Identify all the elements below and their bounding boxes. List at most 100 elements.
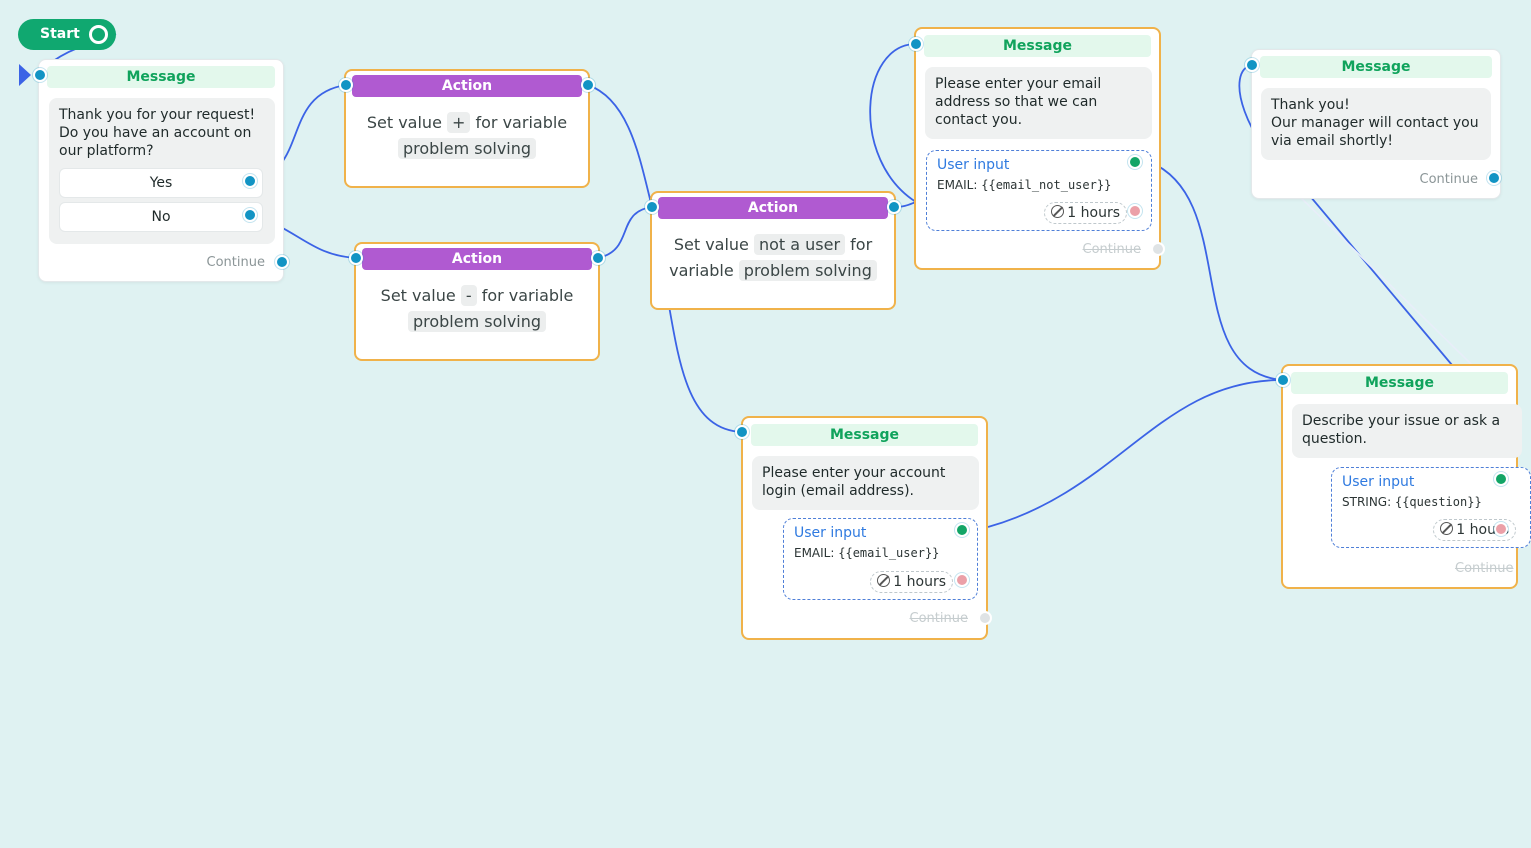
action-variable-word: variable — [669, 261, 734, 280]
timeout-icon — [877, 574, 891, 587]
wire-plus-to-action-not-user[interactable] — [587, 84, 653, 208]
message4-continue-port[interactable] — [978, 611, 992, 625]
continue-label: Continue — [909, 611, 968, 626]
wire-minus-to-action-not-user[interactable] — [597, 206, 653, 259]
option-yes-port[interactable] — [243, 174, 257, 188]
message-header: Message — [924, 35, 1151, 57]
message-header: Message — [1291, 372, 1508, 394]
start-node[interactable]: Start — [18, 19, 116, 50]
message-line: Describe your issue or ask a — [1302, 413, 1501, 429]
action-variable-chip: problem solving — [397, 138, 537, 159]
action-value-chip: not a user — [753, 234, 846, 255]
input-variable-name: {{email_not_user}} — [981, 178, 1112, 192]
message2-input-port[interactable] — [909, 37, 923, 51]
timeout-value: 1 hours — [893, 574, 946, 590]
message-line: Please enter your account — [762, 465, 946, 481]
action-minus-input-port[interactable] — [349, 251, 363, 265]
user-input-title: User input — [1342, 474, 1415, 490]
message5-input-port[interactable] — [1276, 373, 1290, 387]
message-header: Message — [1260, 56, 1492, 78]
message-line: question. — [1302, 431, 1367, 447]
message5-timeout-port[interactable] — [1494, 522, 1508, 536]
option-no-button[interactable]: No — [59, 202, 263, 232]
message-header: Message — [47, 66, 275, 88]
action-variable-chip: problem solving — [407, 311, 547, 332]
action-header: Action — [362, 248, 592, 270]
action-header: Action — [658, 197, 888, 219]
continue-label: Continue — [1455, 561, 1514, 576]
user-input-variable: EMAIL: {{email_not_user}} — [937, 178, 1111, 192]
message3-continue-port[interactable] — [1487, 171, 1501, 185]
user-input-block[interactable]: User input EMAIL: {{email_user}} 1 hours — [783, 518, 978, 600]
message-node-email-request[interactable]: Message Please enter your email address … — [914, 27, 1161, 270]
timeout-icon — [1440, 522, 1454, 535]
action-minus-output-port[interactable] — [591, 251, 605, 265]
action-description: Set value + for variable problem solving — [346, 110, 588, 162]
message-bubble: Describe your issue or ask a question. — [1292, 404, 1522, 458]
input-type-label: STRING: — [1342, 495, 1392, 509]
message-bubble: Please enter your account login (email a… — [752, 456, 979, 510]
user-input-variable: STRING: {{question}} — [1342, 495, 1482, 509]
message4-input-port[interactable] — [735, 425, 749, 439]
wire-not-user-to-email-message[interactable] — [869, 43, 919, 208]
message-line: login (email address). — [762, 483, 914, 499]
message-node-account-question[interactable]: Message Thank you for your request! Do y… — [38, 59, 284, 282]
action-header: Action — [352, 75, 582, 97]
message-line: Do you have an account on — [59, 125, 252, 141]
user-input-block[interactable]: User input EMAIL: {{email_not_user}} 1 h… — [926, 150, 1152, 231]
message-bubble: Thank you! Our manager will contact you … — [1261, 88, 1491, 160]
message4-input-success-port[interactable] — [955, 523, 969, 537]
option-yes-button[interactable]: Yes — [59, 168, 263, 198]
wire-login-input-to-question-message[interactable] — [987, 379, 1283, 528]
action-not-user-output-port[interactable] — [887, 200, 901, 214]
wire-not-user-to-login-message[interactable] — [667, 299, 743, 433]
message-line: our platform? — [59, 143, 154, 159]
message2-timeout-port[interactable] — [1128, 204, 1142, 218]
message-bubble: Please enter your email address so that … — [925, 67, 1152, 139]
input-type-label: EMAIL: — [794, 546, 835, 560]
action-value-chip: + — [447, 112, 471, 133]
entry-arrow-icon — [19, 64, 31, 86]
message-node-login-request[interactable]: Message Please enter your account login … — [741, 416, 988, 640]
option-no-port[interactable] — [243, 208, 257, 222]
action-plus-input-port[interactable] — [339, 78, 353, 92]
action-description: Set value - for variable problem solving — [356, 283, 598, 335]
user-input-variable: EMAIL: {{email_user}} — [794, 546, 939, 560]
action-value-chip: - — [460, 285, 477, 306]
continue-label: Continue — [1082, 242, 1141, 257]
continue-label: Continue — [1419, 172, 1478, 187]
user-input-title: User input — [794, 525, 867, 541]
action-not-user-input-port[interactable] — [645, 200, 659, 214]
message-line: Thank you for your request! — [59, 107, 256, 123]
action-plus-output-port[interactable] — [581, 78, 595, 92]
message1-input-port[interactable] — [33, 68, 47, 82]
timeout-badge[interactable]: 1 hours — [1044, 202, 1127, 224]
action-variable-chip: problem solving — [738, 260, 877, 281]
message-line: address so that we can — [935, 94, 1098, 110]
message2-input-success-port[interactable] — [1128, 155, 1142, 169]
input-type-label: EMAIL: — [937, 178, 978, 192]
message-header: Message — [751, 424, 978, 446]
start-output-port[interactable] — [89, 25, 108, 44]
message-node-question[interactable]: Message Describe your issue or ask a que… — [1281, 364, 1531, 589]
message3-input-port[interactable] — [1245, 58, 1259, 72]
action-node-not-user[interactable]: Action Set value not a user for variable… — [650, 191, 896, 310]
message5-input-success-port[interactable] — [1494, 472, 1508, 486]
action-for-variable-text: for variable — [481, 286, 574, 305]
timeout-badge[interactable]: 1 hours — [870, 571, 953, 593]
message-line: contact you. — [935, 112, 1023, 128]
message-line: Thank you! — [1271, 97, 1350, 113]
message4-timeout-port[interactable] — [955, 573, 969, 587]
action-node-minus[interactable]: Action Set value - for variable problem … — [354, 242, 600, 361]
action-for-variable-text: for variable — [475, 113, 568, 132]
message-node-thank-you[interactable]: Message Thank you! Our manager will cont… — [1251, 49, 1501, 199]
wire-email-input-to-question-message[interactable] — [1149, 161, 1283, 381]
action-set-value-text: Set value — [366, 113, 442, 132]
timeout-icon — [1051, 205, 1065, 218]
message-line: Our manager will contact you — [1271, 115, 1479, 131]
start-label: Start — [40, 26, 80, 42]
action-description: Set value not a user for variable proble… — [652, 232, 894, 284]
message1-continue-port[interactable] — [275, 255, 289, 269]
action-node-plus[interactable]: Action Set value + for variable problem … — [344, 69, 590, 188]
message2-continue-port[interactable] — [1151, 242, 1165, 256]
